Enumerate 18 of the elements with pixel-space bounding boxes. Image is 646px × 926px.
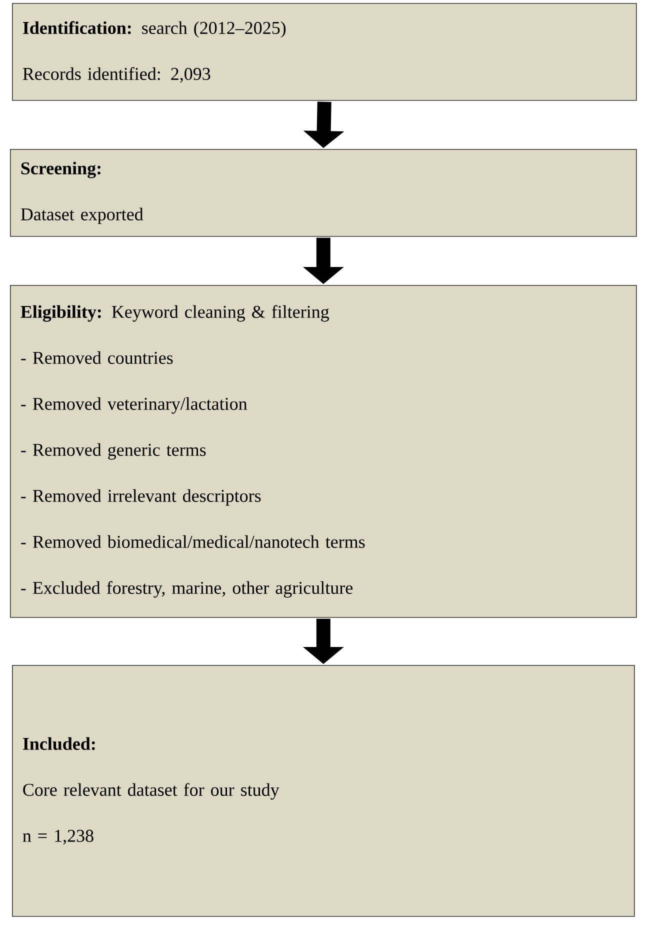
body-text: - Removed irrelevant descriptors <box>21 489 261 506</box>
body-text: n = 1,238 <box>22 830 94 845</box>
body-text: - Removed generic terms <box>21 443 206 460</box>
body-text: - Removed biomedical/medical/nanotech terms <box>21 535 365 548</box>
body-text: - Removed veterinary/lactation <box>21 397 248 414</box>
body-text: Dataset exported <box>20 208 144 224</box>
body-text: - Excluded forestry, marine, other agriculture <box>21 581 352 598</box>
stage-box <box>12 3 637 101</box>
stage-box <box>10 285 637 618</box>
heading-text: Identification: search (2012–2025) <box>23 21 286 38</box>
heading-text: Eligibility: Keyword cleaning & filtering <box>20 305 329 322</box>
body-text: - Removed countries <box>21 351 173 364</box>
heading-text: Included: <box>23 737 95 750</box>
stage-box <box>10 149 637 237</box>
body-text: Records identified: 2,093 <box>22 67 210 83</box>
body-text: Core relevant dataset for our study <box>23 783 280 800</box>
heading-text: Screening: <box>21 162 100 178</box>
stage-box <box>12 665 635 917</box>
